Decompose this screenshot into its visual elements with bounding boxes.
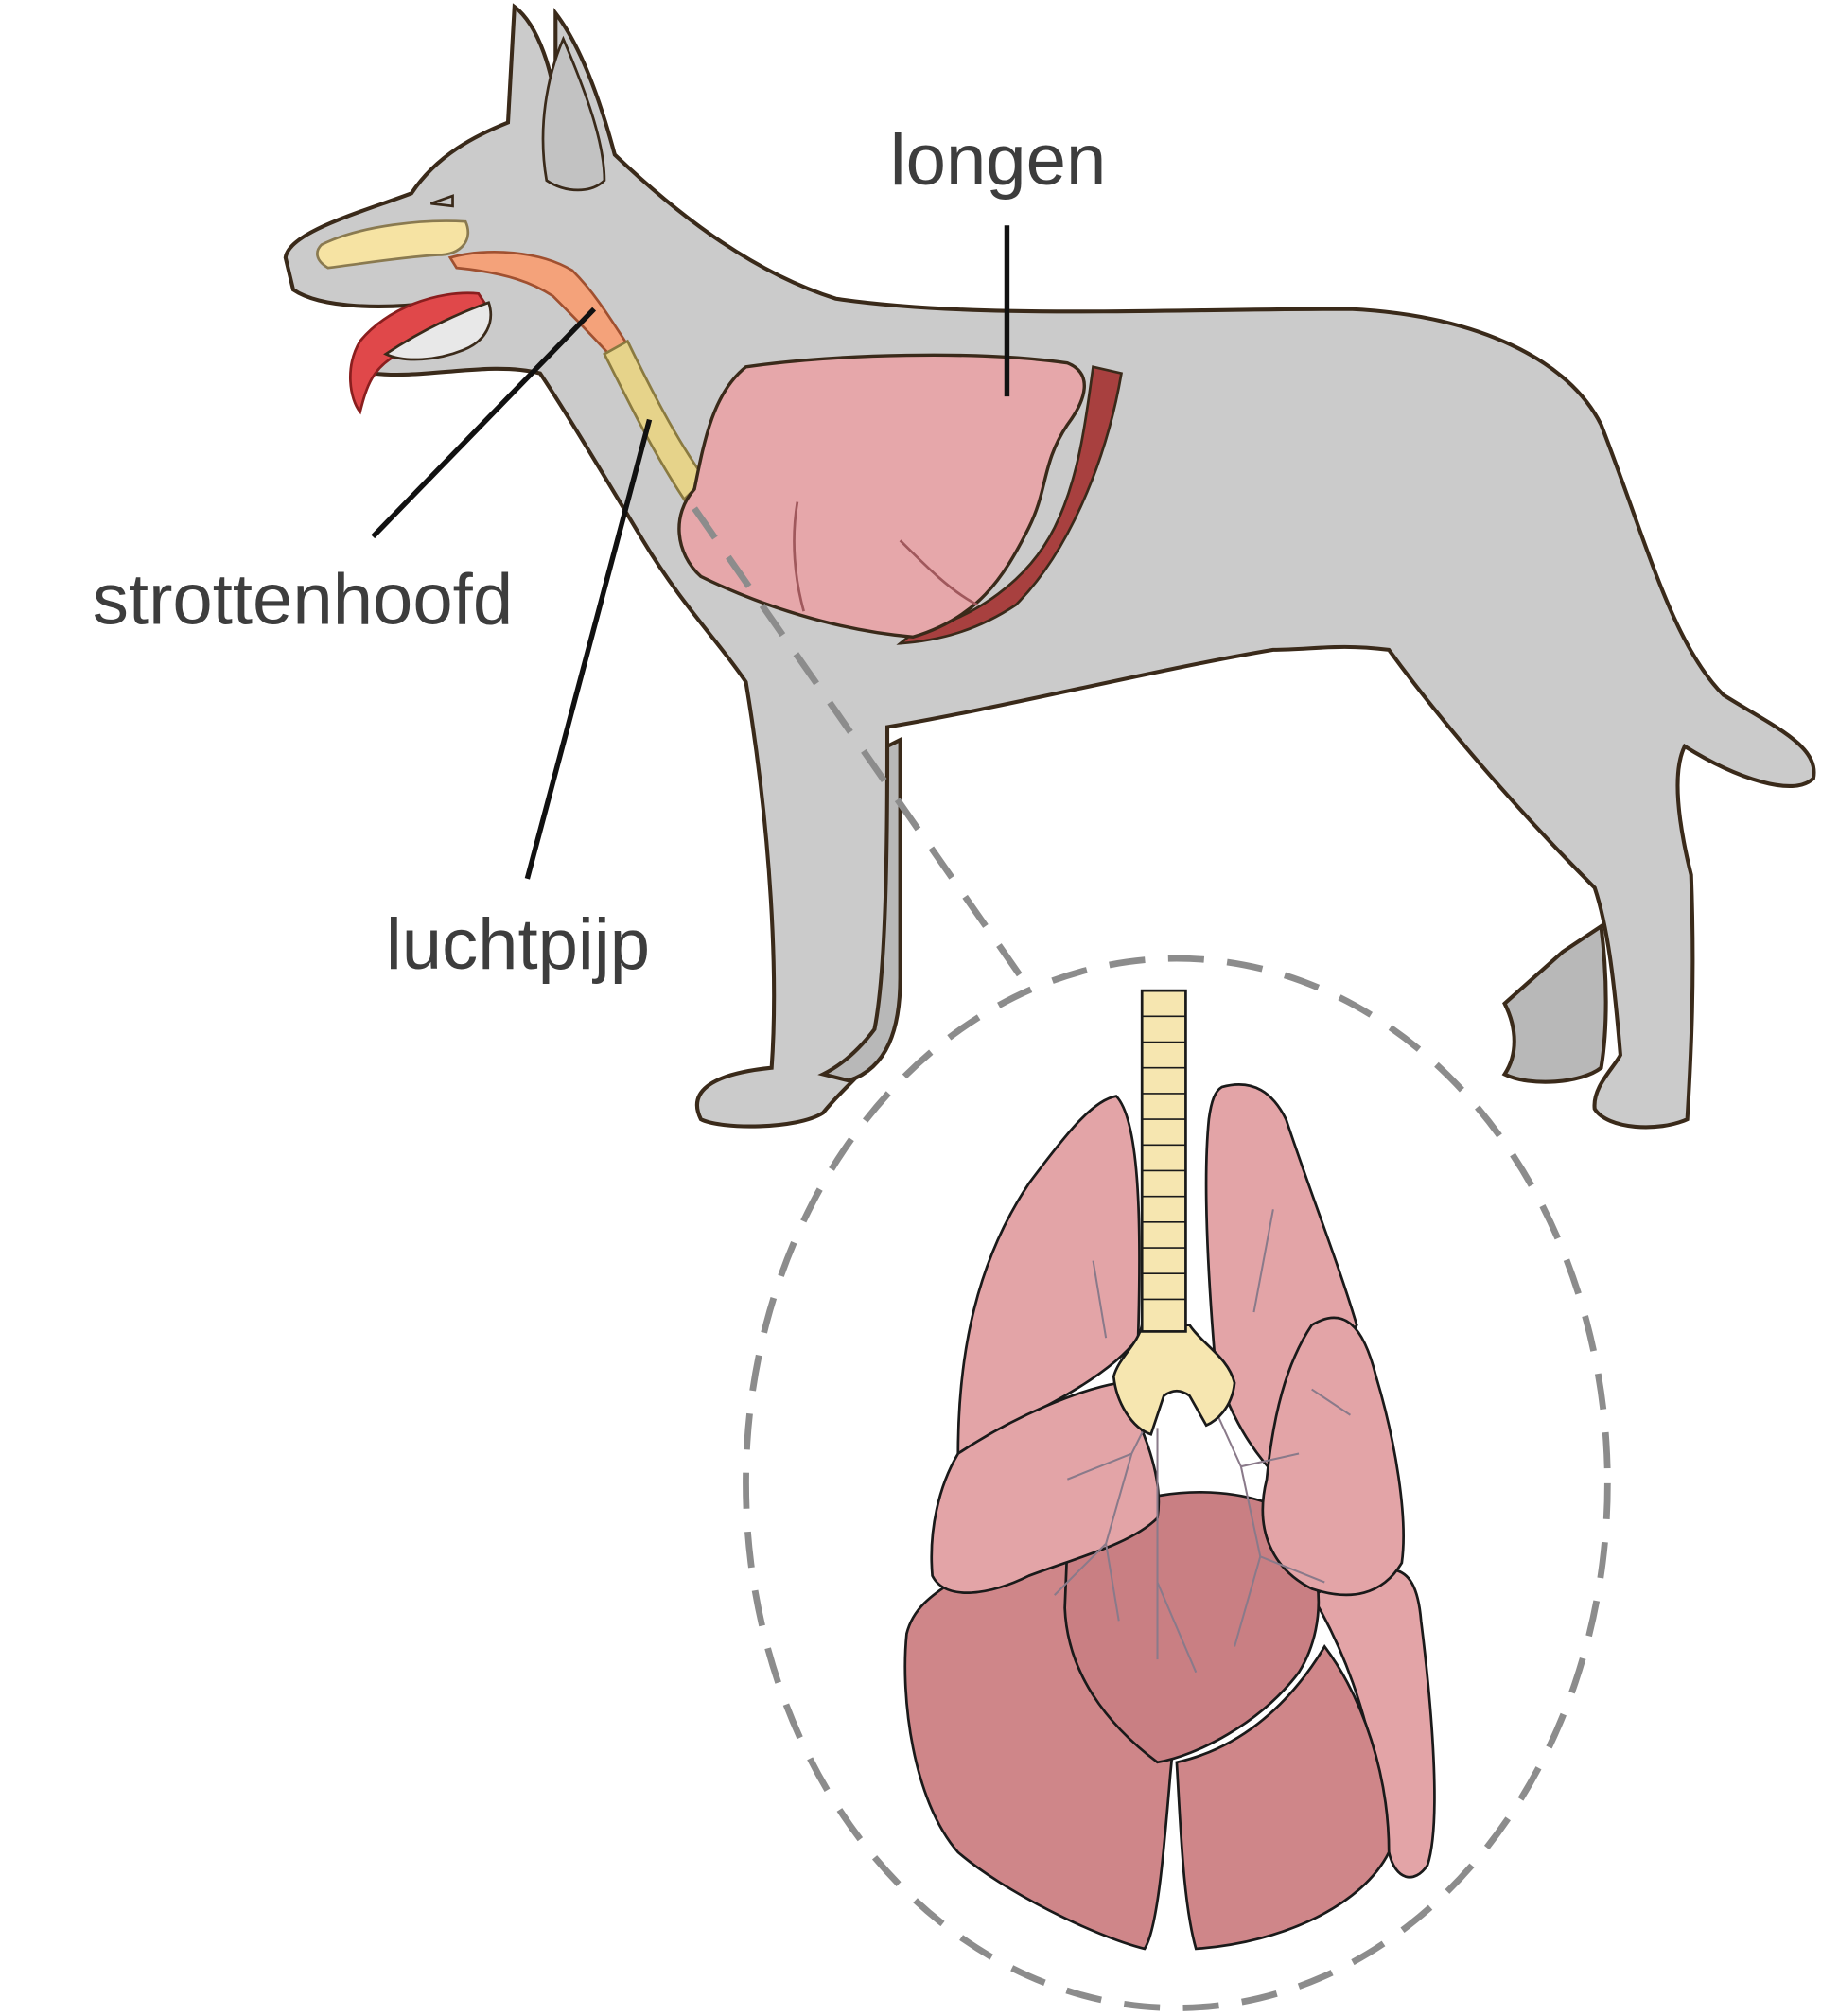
zoom-dashed-circle — [743, 955, 1611, 2011]
dog-far-hind-leg — [1501, 922, 1608, 1084]
dog-far-front-leg — [817, 736, 902, 1083]
larynx-leader-line — [371, 307, 597, 539]
magnified-lungs — [903, 989, 1436, 1951]
label-trachea: luchtpijp — [386, 904, 650, 985]
dog-lung-fold — [793, 501, 978, 612]
dog-illustration — [283, 3, 1816, 1130]
dog-eye — [429, 194, 454, 208]
bronchial-tree — [1054, 1209, 1352, 1674]
lung-left-middle-lobe — [930, 1381, 1161, 1594]
label-lungs: longen — [890, 120, 1107, 201]
dog-ear — [541, 35, 606, 192]
trachea-rings — [1142, 1015, 1186, 1301]
dog-body — [283, 3, 1816, 1130]
dog-lung — [677, 353, 1086, 640]
dog-mouth — [383, 301, 493, 361]
magnified-trachea — [1140, 989, 1187, 1333]
label-larynx: strottenhoofd — [93, 560, 513, 640]
dog-lung-back — [896, 365, 1124, 645]
lung-right-middle-lobe — [1261, 1316, 1405, 1597]
trachea-leader-line — [524, 418, 653, 880]
lung-accessory-lobe — [1175, 1644, 1391, 1951]
trachea-bifurcation — [1112, 1324, 1236, 1436]
heart-area — [1063, 1491, 1321, 1764]
zoom-connector-line — [692, 506, 1032, 990]
dog-nasal-cavity — [316, 219, 470, 270]
